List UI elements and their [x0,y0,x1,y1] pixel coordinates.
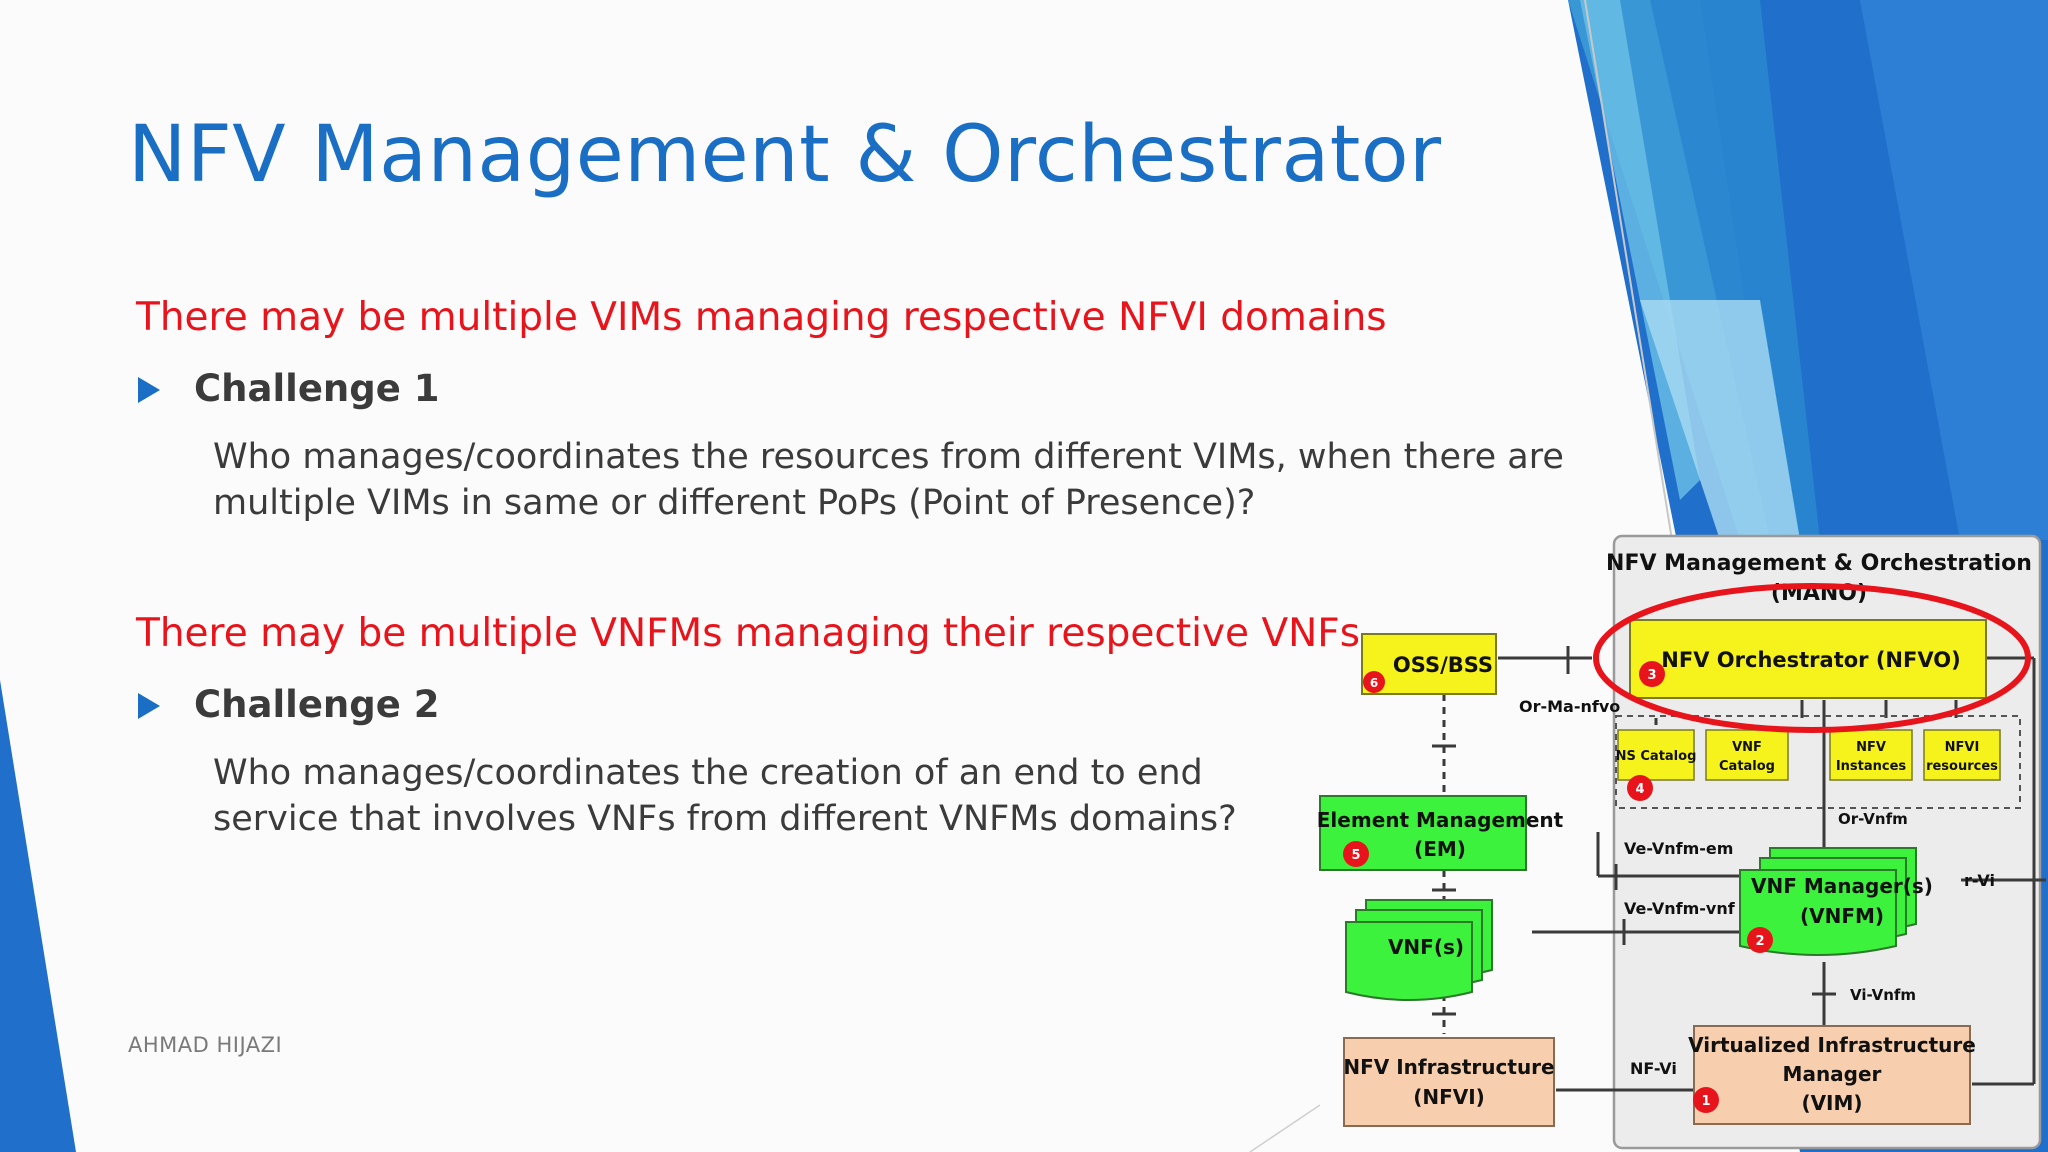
vim-label-1: Virtualized Infrastructure [1688,1033,1976,1057]
nfvi-label-1: NFV Infrastructure [1343,1055,1554,1079]
nfvi-resources-label-2: resources [1926,759,1998,774]
em-label-2: (EM) [1414,837,1466,861]
bullet-arrow-icon [138,693,160,719]
badge-6: 6 [1363,671,1385,693]
slide-title: NFV Management & Orchestrator [128,110,1442,200]
nfvo-label: NFV Orchestrator (NFVO) [1661,648,1960,672]
svg-text:1: 1 [1701,1094,1710,1109]
ns-catalog-label: NS Catalog [1616,749,1697,764]
ref-or-ma-nfvo: Or-Ma-nfvo [1519,697,1620,716]
vnfs-box [1345,921,1473,1001]
challenge-1-label: Challenge 1 [194,367,440,410]
vim-label-3: (VIM) [1801,1091,1862,1115]
mano-title-line-1: NFV Management & Orchestration [1606,551,2032,576]
vnfm-label-1: VNF Manager(s) [1751,874,1933,898]
nfv-instances-label-2: Instances [1836,759,1907,774]
em-label-1: Element Management [1317,808,1564,832]
vnf-catalog-label-1: VNF [1732,740,1762,755]
challenge-1-line-1: Who manages/coordinates the resources fr… [213,437,1564,477]
nfv-infrastructure-box [1343,1037,1555,1127]
ref-ve-vnfm-vnf: Ve-Vnfm-vnf [1624,899,1736,918]
ref-ve-vnfm-em: Ve-Vnfm-em [1624,839,1733,858]
challenge-2-line-2: service that involves VNFs from differen… [213,799,1237,839]
challenge-2-line-1: Who manages/coordinates the creation of … [213,753,1203,793]
vim-label-2: Manager [1783,1062,1882,1086]
ref-or-vi: r-Vi [1964,871,1995,890]
footer-author: AHMAD HIJAZI [128,1033,283,1057]
vim-box [1693,1025,1971,1125]
nfv-instances-label-1: NFV [1856,740,1886,755]
badge-3: 3 [1639,661,1665,687]
ref-vi-vnfm: Vi-Vnfm [1850,986,1916,1004]
challenge-2-label: Challenge 2 [194,683,440,726]
nfvo-box [1629,619,1987,699]
badge-2: 2 [1747,927,1773,953]
oss-bss-label: OSS/BSS [1393,653,1493,677]
svg-text:5: 5 [1351,848,1360,863]
vnfs-label: VNF(s) [1388,935,1464,959]
nfvi-resources-box [1923,729,2001,781]
vnfm-label-2: (VNFM) [1800,904,1884,928]
svg-text:2: 2 [1755,934,1764,949]
vnf-catalog-label-2: Catalog [1719,759,1775,774]
badge-1: 1 [1693,1087,1719,1113]
nfvi-label-2: (NFVI) [1413,1085,1485,1109]
nfv-mano-architecture-diagram: NFV Management & Orchestration (MANO) [1317,534,2046,1150]
badge-4: 4 [1627,775,1653,801]
badge-5: 5 [1343,841,1369,867]
nfvi-resources-label-1: NFVI [1945,740,1980,755]
ns-catalog-box [1617,729,1695,781]
bullet-arrow-icon [138,377,160,403]
svg-text:3: 3 [1647,668,1656,683]
point-multiple-vims: There may be multiple VIMs managing resp… [136,295,1387,340]
ref-or-vnfm: Or-Vnfm [1838,810,1908,828]
ref-nf-vi: NF-Vi [1630,1059,1677,1078]
nfvo-highlight-ellipse [1593,583,2031,733]
challenge-1-line-2: multiple VIMs in same or different PoPs … [213,483,1256,523]
point-multiple-vnfms: There may be multiple VNFMs managing the… [136,611,1361,656]
vnf-catalog-box [1705,729,1789,781]
svg-text:6: 6 [1370,676,1378,690]
svg-text:4: 4 [1635,782,1644,797]
